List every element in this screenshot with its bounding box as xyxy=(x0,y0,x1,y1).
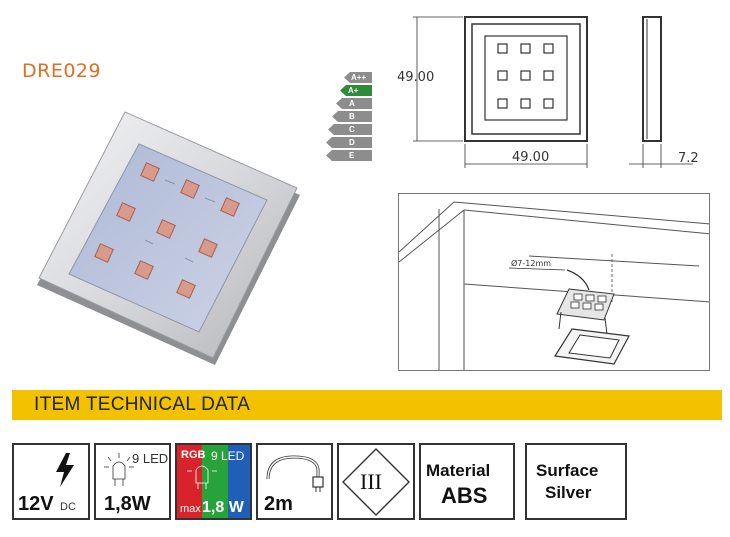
energy-class-a-plus-label: A+ xyxy=(348,86,359,95)
energy-class-c-label: C xyxy=(349,125,355,134)
surface-label: Surface xyxy=(536,461,599,480)
energy-class-d-label: D xyxy=(349,138,355,147)
energy-class-b-label: B xyxy=(349,112,355,121)
rgb-blue-band xyxy=(228,445,250,518)
surface-tile: Surface Silver xyxy=(525,443,627,520)
product-code: DRE029 xyxy=(22,60,102,82)
hole-size-label: Ø7-12mm xyxy=(511,258,551,268)
led-power: 1,8W xyxy=(104,493,151,515)
rgb-led-count: 9 LED xyxy=(211,449,245,463)
led-count: 9 LED xyxy=(132,451,169,466)
installation-drawing: Ø7-12mm xyxy=(398,193,710,371)
rgb-green-band xyxy=(202,445,228,518)
energy-class-a-label: A xyxy=(349,99,355,108)
rgb-tile: RGB 9 LED max 1,8 W xyxy=(175,443,252,520)
protection-class-tile: III xyxy=(337,443,415,520)
lightning-icon xyxy=(56,453,74,487)
energy-class-e-label: E xyxy=(349,151,355,160)
section-title: ITEM TECHNICAL DATA xyxy=(34,394,251,415)
installation-illustration: Ø7-12mm xyxy=(399,201,709,370)
surface-value: Silver xyxy=(545,483,592,502)
led-bulb-icon xyxy=(104,453,134,486)
material-value: ABS xyxy=(441,483,488,508)
led-tile: 9 LED 1,8W xyxy=(94,443,171,520)
material-label: Material xyxy=(426,461,491,480)
height-dimension: 49.00 xyxy=(397,70,435,85)
material-tile: Material ABS xyxy=(419,443,515,520)
rgb-max-label: max xyxy=(180,503,201,515)
cable-tile: 2m xyxy=(256,443,333,520)
product-photo xyxy=(37,111,300,365)
rgb-label: RGB xyxy=(181,449,206,461)
protection-class-value: III xyxy=(360,469,382,494)
voltage-value: 12V xyxy=(18,493,54,515)
front-dimension-drawing xyxy=(413,16,588,168)
cable-length: 2m xyxy=(264,493,293,515)
voltage-tile: 12V DC xyxy=(12,443,90,520)
cable-icon xyxy=(266,455,324,492)
protection-diamond-icon xyxy=(342,448,410,516)
rgb-red-band xyxy=(177,445,202,518)
voltage-unit: DC xyxy=(60,501,76,513)
side-dimension-drawing xyxy=(629,16,693,168)
technical-data-banner: ITEM TECHNICAL DATA xyxy=(12,390,722,420)
energy-class-a-plus-plus-label: A++ xyxy=(351,73,367,82)
width-dimension: 49.00 xyxy=(512,150,550,165)
rgb-power: 1,8 W xyxy=(202,499,244,516)
rgb-led-icon xyxy=(187,465,217,489)
energy-arrows xyxy=(326,72,372,161)
depth-dimension: 7.2 xyxy=(678,151,699,166)
